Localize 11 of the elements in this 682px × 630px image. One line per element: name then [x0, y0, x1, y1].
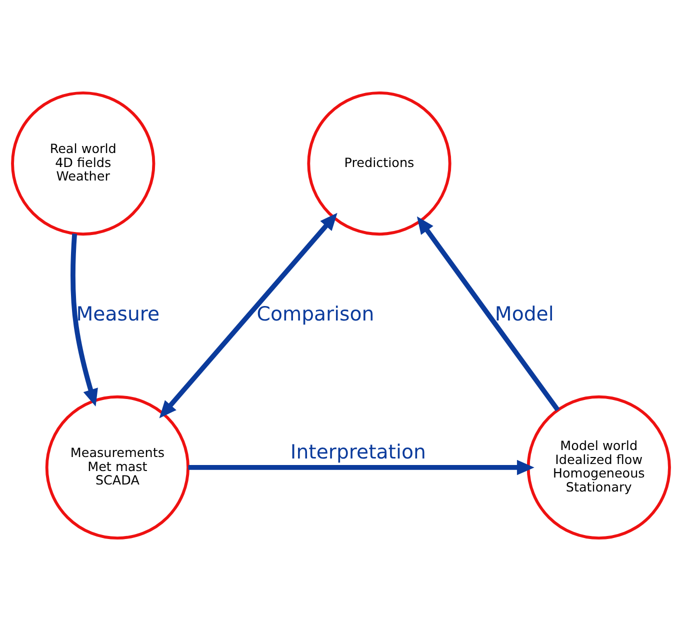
node-circle: Model world Idealized flow Homogeneous Stationary [526, 394, 671, 540]
edge-label: Measure [76, 302, 160, 325]
arrow [416, 216, 560, 411]
node-circle: Measurements Met mast SCADA [45, 394, 190, 540]
edge-label: Model [494, 302, 554, 325]
arrow [188, 459, 534, 475]
edge-label: Comparison [256, 302, 374, 325]
edge-label: Interpretation [290, 440, 426, 464]
arrow [159, 212, 338, 418]
arrow [70, 233, 98, 406]
node-circle: Real world 4D fields Weather [11, 90, 156, 236]
